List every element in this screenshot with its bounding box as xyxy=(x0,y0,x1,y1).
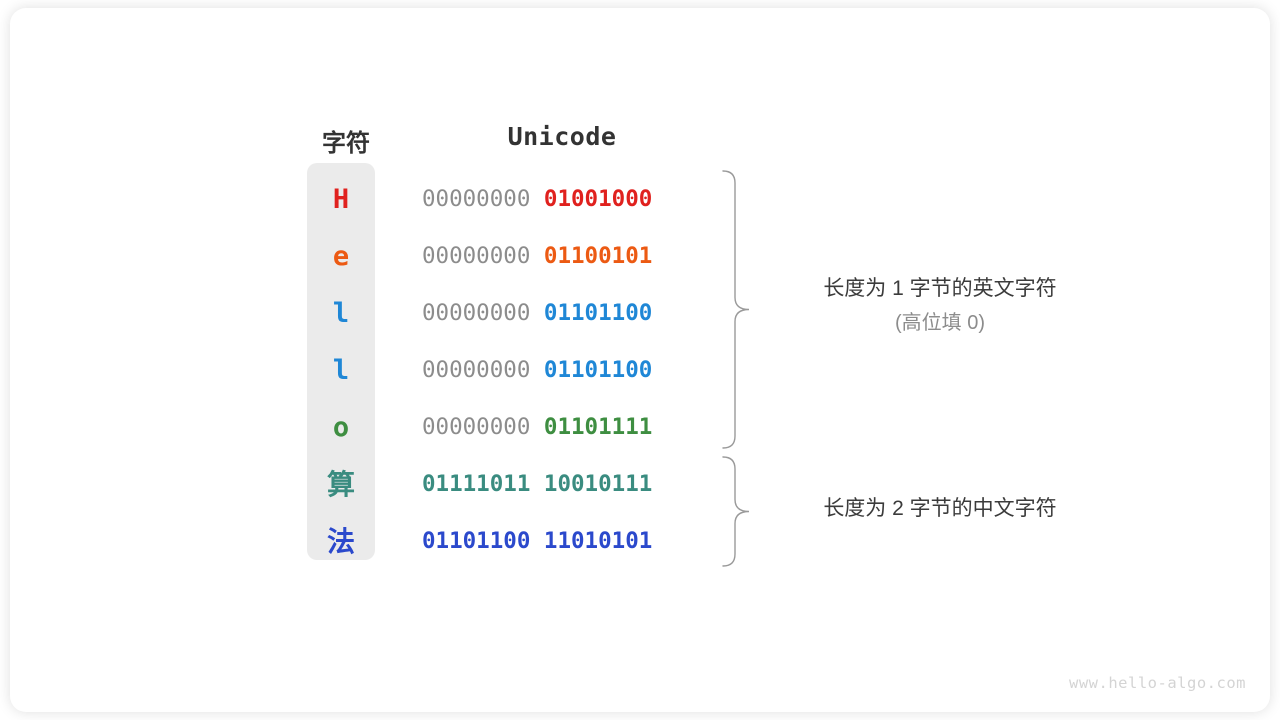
high-byte: 01111011 xyxy=(422,471,531,497)
row-character: o xyxy=(332,412,350,443)
low-byte: 10010111 xyxy=(543,471,653,497)
encoding-row: l 00000000 01101100 xyxy=(10,342,1270,399)
encoding-row: H 00000000 01001000 xyxy=(10,171,1270,228)
row-unicode-bits: 01111011 10010111 xyxy=(422,456,702,513)
character-column-background xyxy=(307,163,375,560)
high-byte: 00000000 xyxy=(422,414,531,440)
row-unicode-bits: 00000000 01101100 xyxy=(422,342,702,399)
annotation-one-byte-sub: (高位填 0) xyxy=(895,312,985,334)
row-character: l xyxy=(332,298,350,329)
high-byte: 00000000 xyxy=(422,243,531,269)
row-character: 算 xyxy=(326,468,355,501)
low-byte: 01101100 xyxy=(543,300,653,326)
diagram-card: 字符 Unicode H 00000000 01001000 e 00000000 0… xyxy=(10,8,1270,712)
low-byte: 11010101 xyxy=(543,528,653,554)
encoding-row: l 00000000 01101100 xyxy=(10,285,1270,342)
low-byte: 01101100 xyxy=(543,357,653,383)
row-character: H xyxy=(332,184,350,215)
low-byte: 01101111 xyxy=(543,414,653,440)
low-byte: 01100101 xyxy=(543,243,653,269)
site-watermark: www.hello-algo.com xyxy=(1069,674,1246,692)
row-character: 法 xyxy=(326,525,355,558)
row-unicode-bits: 00000000 01101100 xyxy=(422,285,702,342)
row-unicode-bits: 00000000 01001000 xyxy=(422,171,702,228)
encoding-row: 算 01111011 10010111 xyxy=(10,456,1270,513)
high-byte: 00000000 xyxy=(422,357,531,383)
high-byte: 00000000 xyxy=(422,300,531,326)
encoding-row: e 00000000 01100101 xyxy=(10,228,1270,285)
row-unicode-bits: 01101100 11010101 xyxy=(422,513,702,570)
column-header-unicode: Unicode xyxy=(507,122,617,151)
annotation-two-byte: 长度为 2 字节的中文字符 xyxy=(750,492,1130,526)
high-byte: 01101100 xyxy=(422,528,531,554)
encoding-row: o 00000000 01101111 xyxy=(10,399,1270,456)
unicode-encoding-diagram: 字符 Unicode H 00000000 01001000 e 00000000 0… xyxy=(10,8,1270,712)
low-byte: 01001000 xyxy=(543,186,653,212)
column-header-character: 字符 xyxy=(322,130,370,157)
row-unicode-bits: 00000000 01101111 xyxy=(422,399,702,456)
encoding-row: 法 01101100 11010101 xyxy=(10,513,1270,570)
row-character: e xyxy=(332,241,350,272)
annotation-two-byte-main: 长度为 2 字节的中文字符 xyxy=(823,497,1057,520)
annotation-one-byte-main: 长度为 1 字节的英文字符 xyxy=(823,277,1057,300)
annotation-one-byte: 长度为 1 字节的英文字符 (高位填 0) xyxy=(750,272,1130,340)
row-character: l xyxy=(332,355,350,386)
high-byte: 00000000 xyxy=(422,186,531,212)
row-unicode-bits: 00000000 01100101 xyxy=(422,228,702,285)
